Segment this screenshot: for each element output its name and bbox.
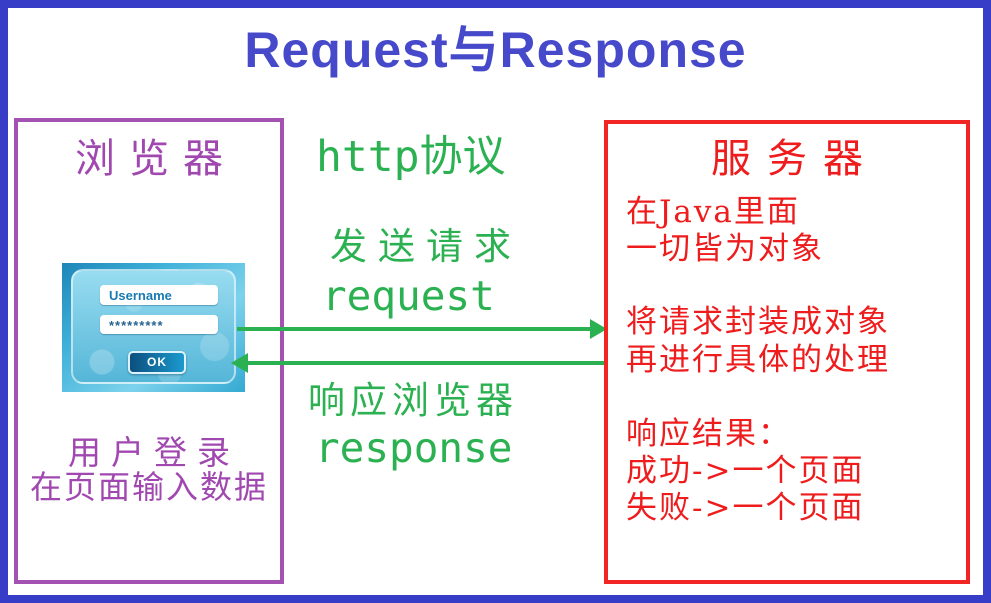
browser-box: 浏览器 Username ********* OK 用户登录 在页面输入数据 bbox=[14, 118, 284, 584]
server-box: 服务器 在Java里面 一切皆为对象 将请求封装成对象 再进行具体的处理 响应结… bbox=[604, 120, 970, 584]
request-label: request bbox=[322, 272, 495, 320]
server-text-line: 响应结果： bbox=[626, 416, 791, 452]
server-text-line: 一切皆为对象 bbox=[626, 231, 824, 267]
page-title: Request与Response bbox=[244, 22, 747, 78]
send-request-label: 发送请求 bbox=[330, 225, 522, 268]
browser-caption-line2: 在页面输入数据 bbox=[29, 468, 268, 506]
server-text-line: 将请求封装成对象 bbox=[626, 304, 890, 340]
browser-box-title: 浏览器 bbox=[75, 136, 237, 182]
login-form-illustration: Username ********* OK bbox=[62, 263, 245, 392]
server-text-line: 失败->一个页面 bbox=[626, 490, 865, 526]
server-box-title: 服务器 bbox=[711, 136, 879, 182]
password-field[interactable]: ********* bbox=[100, 315, 218, 334]
username-field[interactable]: Username bbox=[100, 285, 218, 305]
respond-browser-label: 响应浏览器 bbox=[308, 379, 518, 422]
http-protocol-label: http协议 bbox=[316, 132, 506, 182]
response-label: response bbox=[315, 424, 513, 472]
server-text-line: 再进行具体的处理 bbox=[626, 342, 890, 378]
server-text-line: 在Java里面 bbox=[626, 194, 800, 230]
browser-caption-line1: 用户登录 bbox=[68, 433, 240, 472]
ok-button[interactable]: OK bbox=[128, 351, 186, 374]
server-text-line: 成功->一个页面 bbox=[626, 453, 865, 489]
